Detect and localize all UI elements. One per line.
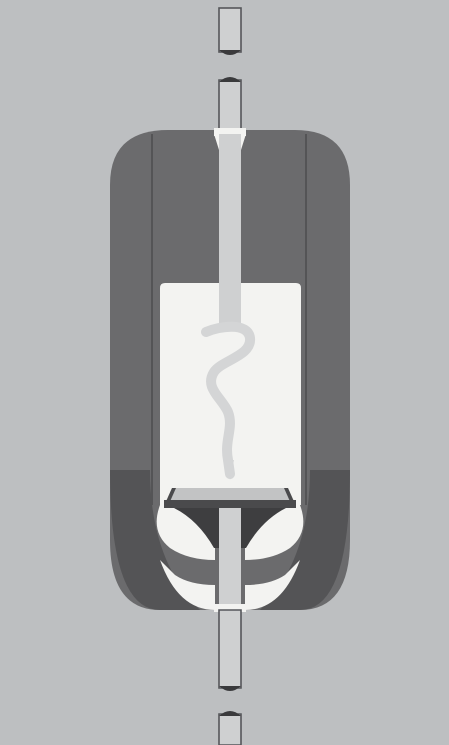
- bottom-lead-lower: [219, 610, 241, 691]
- top-external-lead: [219, 8, 241, 55]
- lower-stem: [219, 508, 241, 610]
- bottom-external-lead: [219, 711, 241, 745]
- top-lead-upper: [219, 77, 241, 135]
- base-plate: [164, 488, 296, 508]
